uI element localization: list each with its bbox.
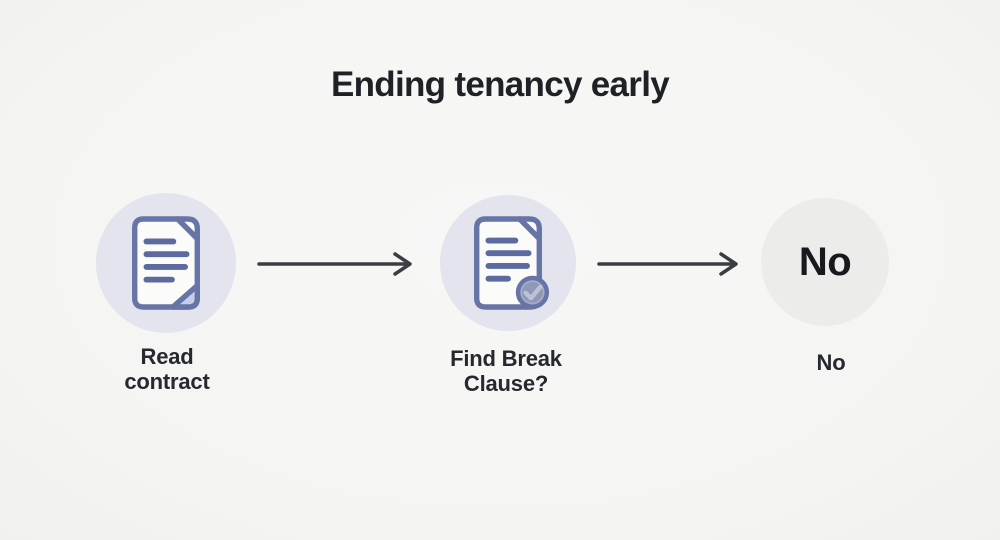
node-label-read-contract: Read contract <box>124 344 210 394</box>
node-outcome-no: No <box>761 198 889 326</box>
outcome-circle-text: No <box>798 239 852 284</box>
node-read-contract <box>96 193 236 333</box>
arrow-right-icon <box>597 252 738 276</box>
check-badge-icon <box>515 275 550 309</box>
page-title: Ending tenancy early <box>330 65 670 104</box>
document-icon <box>132 216 200 310</box>
node-find-break-clause <box>440 195 576 331</box>
arrow-right-icon <box>257 252 412 276</box>
node-label-outcome-no: No <box>816 350 846 375</box>
document-check-icon <box>474 216 550 310</box>
node-label-find-break-clause: Find Break Clause? <box>450 346 562 396</box>
